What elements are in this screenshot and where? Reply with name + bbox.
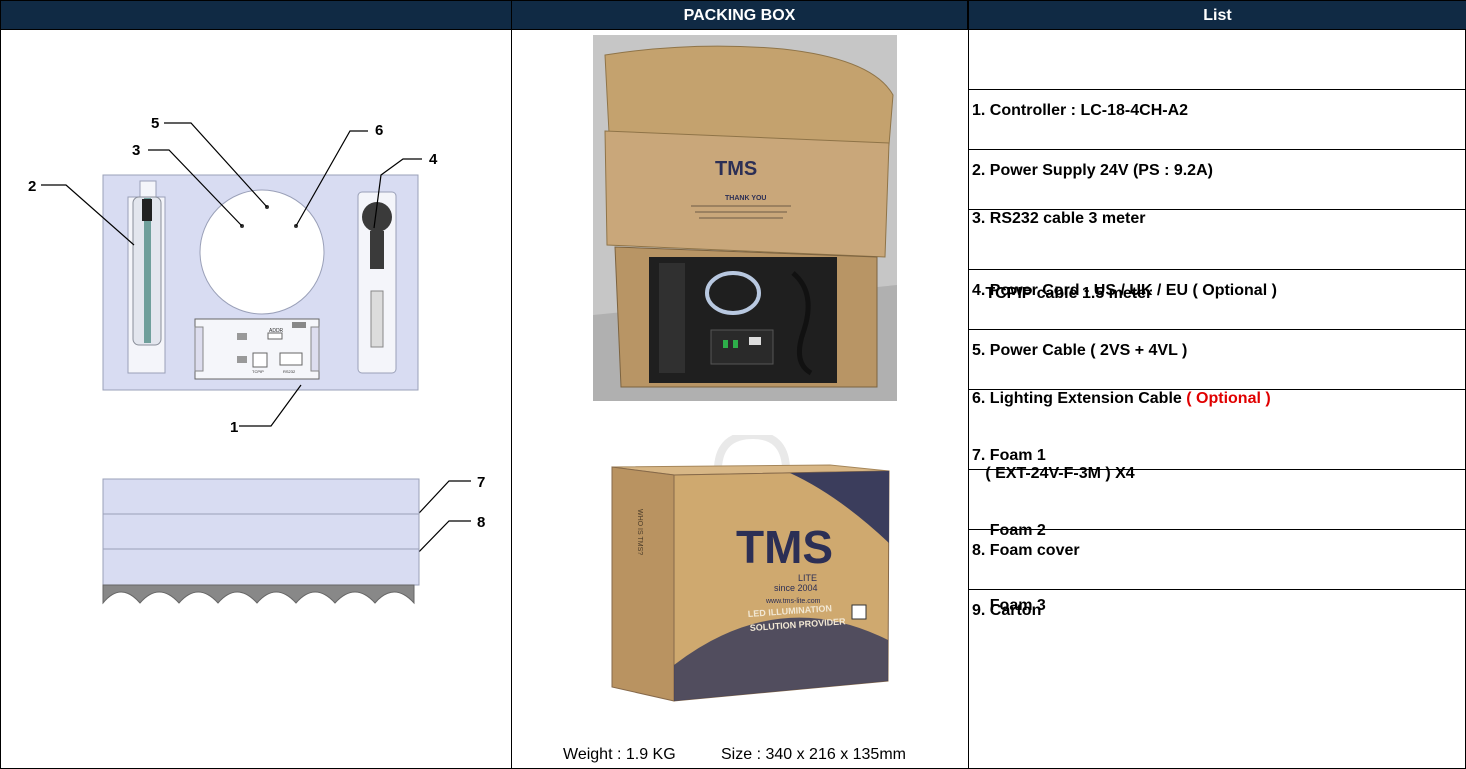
callout-6: 6 — [375, 122, 383, 139]
foam-layer-1 — [102, 478, 420, 515]
inner-lid-thanks: THANK YOU — [725, 195, 766, 202]
foam-layer-3 — [102, 548, 420, 586]
board-label-rs232: RS232 — [283, 369, 296, 374]
list-item-extension-cable: 6. Lighting Extension Cable ( Optional )… — [972, 390, 1271, 482]
weight-text: Weight : 1.9 KG — [563, 746, 676, 763]
inner-lid-brand: TMS — [715, 158, 757, 180]
board-label-tcpip: TCPIP — [252, 369, 264, 374]
box-website: www.tms-lite.com — [765, 598, 821, 605]
list-item-cables: 3. RS232 cable 3 meter TCPIP cable 1.5 m… — [972, 210, 1153, 302]
callout-3: 3 — [132, 142, 140, 159]
closed-box-photo: TMS LITE since 2004 www.tms-lite.com LED… — [608, 435, 891, 703]
header-left — [1, 1, 512, 30]
box-brand: TMS — [736, 521, 833, 573]
list-item-power-cord: 4. Power Cord - US / UK / EU ( Optional … — [972, 282, 1277, 299]
list-item-foam-cover: 8. Foam cover — [972, 542, 1080, 559]
foam-layer-2 — [102, 513, 420, 550]
open-box-photo: TMS THANK YOU — [593, 35, 897, 401]
list-item-foam: 7. Foam 1 Foam 2 Foam 3 — [972, 447, 1046, 614]
power-cord-cavity — [357, 191, 397, 374]
list-item-power-supply: 2. Power Supply 24V (PS : 9.2A) — [972, 162, 1213, 179]
callout-5: 5 — [151, 115, 159, 132]
box-side-text: WHO IS TMS? — [636, 509, 643, 555]
size-text: Size : 340 x 216 x 135mm — [721, 746, 906, 763]
foam-cover — [102, 584, 415, 605]
callout-1: 1 — [230, 419, 238, 436]
packing-diagram: ADDR TCPIP RS232 2 3 5 6 4 1 7 8 — [28, 115, 485, 605]
cable-cavity — [199, 189, 325, 315]
board-label-addr: ADDR — [269, 328, 284, 334]
box-brand-sub: LITE — [798, 573, 817, 583]
box-since: since 2004 — [774, 583, 818, 593]
list-item-controller: 1. Controller : LC-18-4CH-A2 — [972, 102, 1189, 119]
optional-tag: ( Optional ) — [1186, 390, 1271, 407]
header-list: List — [968, 1, 1466, 30]
callout-8: 8 — [477, 514, 485, 531]
header-packing-box: PACKING BOX — [512, 1, 968, 30]
callout-2: 2 — [28, 178, 36, 195]
list-item-power-cable: 5. Power Cable ( 2VS + 4VL ) — [972, 342, 1188, 359]
list-item-carton: 9. Carton — [972, 602, 1042, 619]
callout-4: 4 — [429, 151, 438, 168]
callout-7: 7 — [477, 474, 485, 491]
